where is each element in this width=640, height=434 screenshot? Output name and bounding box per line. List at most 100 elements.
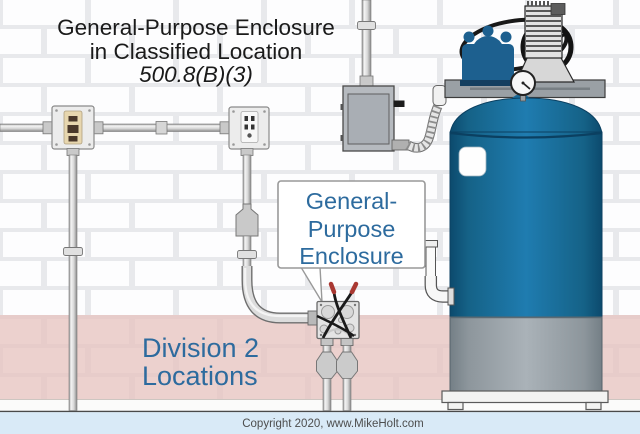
screw-icon — [88, 143, 91, 146]
outlet-slot — [68, 136, 78, 142]
tank-base — [441, 390, 609, 411]
screw-icon — [55, 143, 58, 146]
base-skid — [441, 390, 609, 404]
flexible-conduit — [405, 85, 447, 153]
conduit-connector — [240, 148, 254, 156]
flex-corrugation — [405, 103, 443, 153]
callout-line-3: Enclosure — [299, 243, 404, 269]
hinge-icon — [340, 104, 344, 110]
conduit-segment — [322, 378, 332, 411]
disconnect-handle — [393, 100, 405, 107]
callout-line-2: Purpose — [308, 216, 396, 242]
conduit-segment — [342, 378, 352, 411]
wire-black — [332, 291, 353, 339]
zone-label-line-1: Division 2 — [142, 333, 259, 363]
screw-icon — [88, 109, 91, 112]
conduit-stub — [322, 345, 332, 353]
screw-icon — [232, 110, 235, 113]
cooling-fins — [526, 10, 561, 52]
outlet-slot — [251, 124, 255, 130]
title-code-reference: 500.8(B)(3) — [139, 62, 253, 87]
motor-bump — [500, 31, 512, 43]
drain-pipe — [423, 240, 455, 306]
outlet-slot — [244, 124, 248, 130]
left-vertical-conduit — [63, 154, 83, 411]
screw-icon — [263, 143, 266, 146]
screw-icon — [232, 143, 235, 146]
branch-conduit-to-enclosure — [235, 154, 309, 324]
disconnect-panel — [340, 85, 410, 152]
conduit-strap — [63, 247, 83, 256]
sealing-fitting-left — [316, 351, 338, 379]
conduit-segment — [242, 154, 252, 206]
conduit-connector — [320, 338, 334, 346]
gauge-hub — [521, 81, 525, 85]
general-purpose-enclosure — [307, 281, 360, 411]
outlet-slot — [251, 116, 255, 121]
conduit-segment — [361, 0, 372, 79]
conduit-strap — [357, 21, 376, 30]
screw-icon — [353, 333, 357, 337]
copyright-text: Copyright 2020, www.MikeHolt.com — [242, 418, 424, 430]
gfci-buttons — [67, 125, 79, 133]
conduit-segment — [68, 154, 78, 411]
pipe-elbow — [425, 276, 451, 302]
wire-black — [316, 314, 355, 338]
tank-dome — [449, 97, 603, 135]
outlet-slot — [68, 116, 78, 122]
conduit-stub — [342, 345, 352, 353]
pressure-gauge — [510, 70, 536, 102]
motor-bump — [482, 25, 494, 37]
disconnect-feed — [357, 0, 376, 88]
footer-bar — [0, 412, 640, 434]
motor-body — [462, 44, 514, 84]
flex-end-fitting — [432, 85, 447, 106]
screw-icon — [319, 303, 323, 307]
compressor-tank — [449, 94, 603, 393]
knockout-hole — [321, 305, 335, 319]
callout-box — [277, 180, 426, 269]
receptacle-box-2 — [228, 106, 270, 156]
ground-hole — [247, 133, 252, 138]
conduit-connector — [340, 338, 354, 346]
outlet-slot — [244, 116, 248, 121]
conduit-segment — [0, 123, 45, 132]
electric-motor — [460, 25, 516, 86]
screw-icon — [319, 333, 323, 337]
tank-lower-section — [449, 316, 603, 393]
callout-line-1: General- — [306, 188, 397, 214]
fin-pins — [527, 1, 549, 6]
gauge-needle — [522, 82, 531, 90]
zone-label-line-2: Locations — [142, 361, 258, 391]
conduit-elbow-highlight — [244, 268, 308, 318]
panel-door — [347, 93, 390, 145]
conduit-coupling — [155, 121, 168, 135]
conduit-connector — [307, 310, 318, 326]
title-line-2: in Classified Location — [90, 39, 303, 64]
title-line-1: General-Purpose Enclosure — [57, 15, 335, 40]
sealing-fitting-right — [336, 351, 358, 379]
hinge-icon — [340, 135, 344, 141]
air-filter-box — [550, 3, 566, 15]
wire-nut-red — [328, 281, 337, 295]
receptacle-face — [240, 111, 259, 143]
tank-label-plate — [458, 146, 487, 177]
conduit-body-fitting — [235, 203, 259, 237]
screw-icon — [353, 303, 357, 307]
base-foot — [447, 401, 464, 411]
division-zone-label: Division 2 Locations — [142, 333, 259, 391]
motor-base — [460, 80, 516, 86]
screw-icon — [263, 110, 266, 113]
wire-nut-red — [349, 281, 359, 295]
motor-bump — [463, 31, 475, 43]
conduit-connector — [66, 148, 80, 156]
conduit-strap — [237, 250, 257, 259]
pipe-vertical — [425, 246, 436, 279]
tank-rim-line — [449, 131, 603, 139]
screw-icon — [55, 109, 58, 112]
pipe-flange — [447, 287, 455, 306]
receptacle-box-1 — [51, 105, 95, 156]
callout-bubble: General- Purpose Enclosure — [277, 180, 426, 303]
